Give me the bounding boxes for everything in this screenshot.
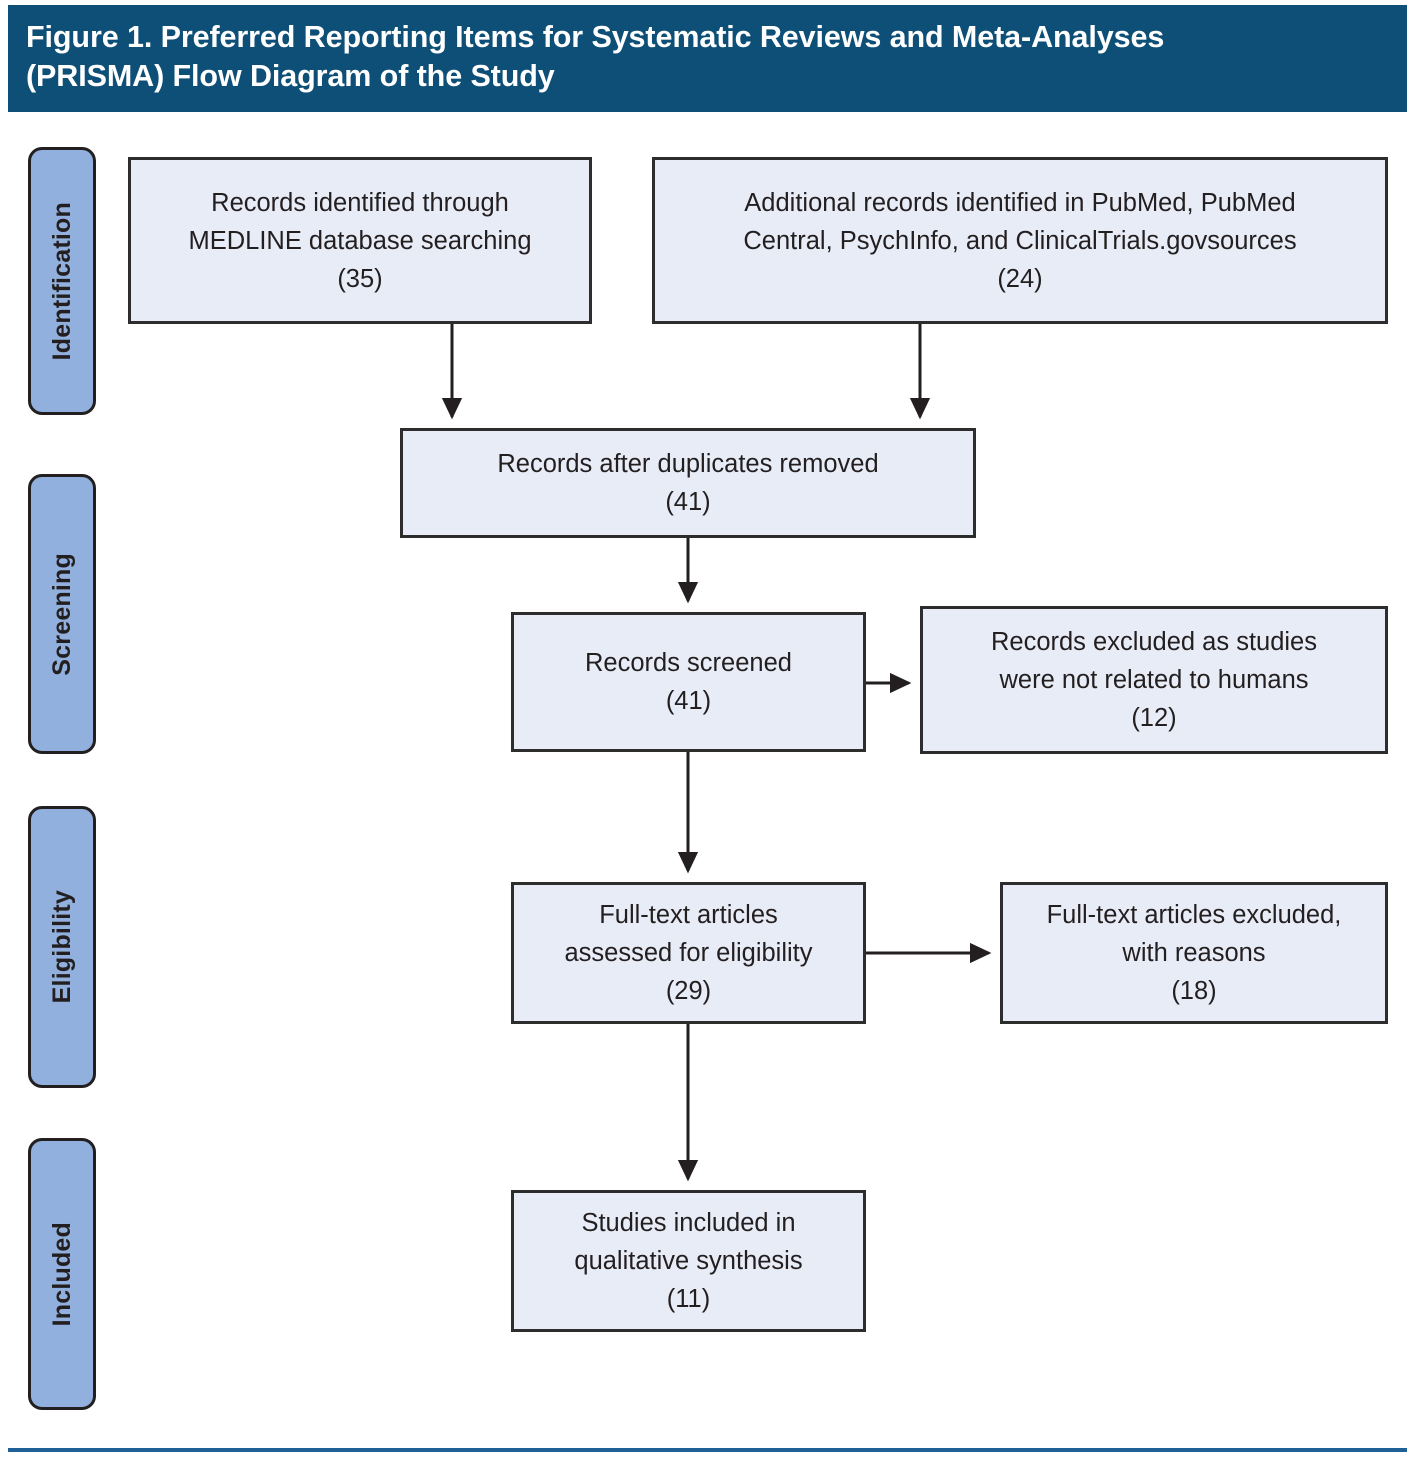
phase-tab-screening: Screening: [28, 474, 96, 754]
box-fulltext-assessed: Full-text articles assessed for eligibil…: [511, 882, 866, 1024]
box-records-excluded-nonhuman: Records excluded as studies were not rel…: [920, 606, 1388, 754]
box-fulltext-excluded: Full-text articles excluded, with reason…: [1000, 882, 1388, 1024]
box-records-after-duplicates: Records after duplicates removed (41): [400, 428, 976, 538]
box-additional-records-identified-text: Additional records identified in PubMed,…: [743, 188, 1297, 293]
phase-tab-included: Included: [28, 1138, 96, 1410]
box-studies-included-qualitative: Studies included in qualitative synthesi…: [511, 1190, 866, 1332]
page-title: Figure 1. Preferred Reporting Items for …: [26, 20, 1165, 93]
bottom-divider: [8, 1448, 1407, 1452]
box-additional-records-identified: Additional records identified in PubMed,…: [652, 157, 1388, 324]
box-fulltext-assessed-text: Full-text articles assessed for eligibil…: [564, 901, 813, 1005]
box-fulltext-excluded-text: Full-text articles excluded, with reason…: [1046, 901, 1342, 1005]
box-records-identified-medline: Records identified through MEDLINE datab…: [128, 157, 592, 324]
box-records-excluded-nonhuman-text: Records excluded as studies were not rel…: [990, 628, 1317, 732]
box-records-identified-medline-text: Records identified through MEDLINE datab…: [188, 188, 532, 293]
phase-tab-eligibility-label: Eligibility: [47, 890, 76, 1004]
figure-header: Figure 1. Preferred Reporting Items for …: [8, 5, 1407, 112]
box-studies-included-qualitative-text: Studies included in qualitative synthesi…: [574, 1209, 803, 1313]
phase-tab-screening-label: Screening: [47, 552, 76, 676]
phase-tab-eligibility: Eligibility: [28, 806, 96, 1088]
box-records-screened-text: Records screened (41): [585, 649, 792, 715]
phase-tab-identification-label: Identification: [47, 201, 76, 361]
box-records-screened: Records screened (41): [511, 612, 866, 752]
phase-tab-identification: Identification: [28, 147, 96, 415]
phase-tab-included-label: Included: [47, 1221, 76, 1327]
box-records-after-duplicates-text: Records after duplicates removed (41): [497, 450, 879, 516]
